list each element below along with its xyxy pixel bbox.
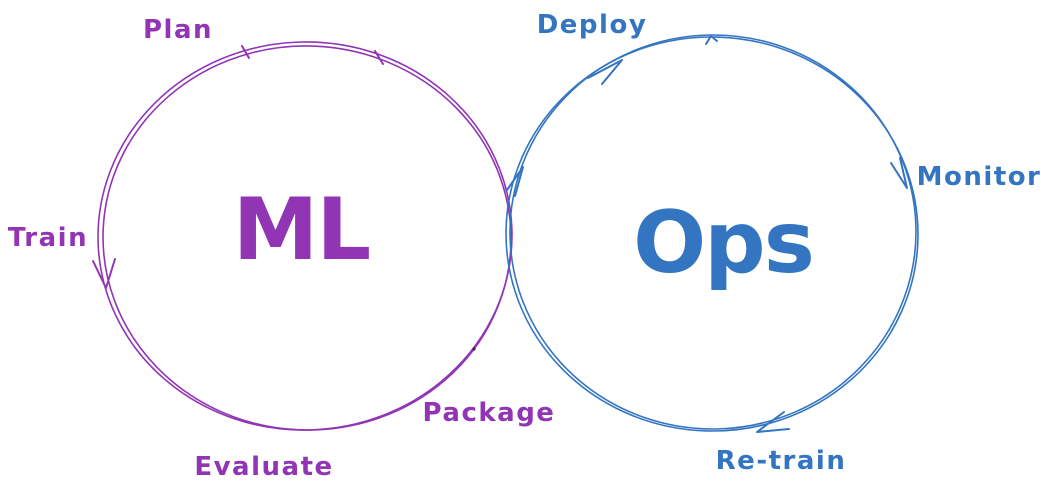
ml-cycle-label: ML — [232, 180, 371, 280]
stage-label-retrain: Re-train — [715, 446, 847, 476]
stage-label-deploy: Deploy — [536, 10, 648, 40]
ops-arrow-right-down-icon — [890, 157, 908, 189]
ink-speck — [472, 347, 476, 351]
ml-tick-top-right-icon — [374, 50, 384, 65]
stage-label-train: Train — [7, 223, 89, 253]
ops-tick-top-icon — [705, 35, 718, 45]
ml-tick-top-left-icon — [241, 45, 250, 59]
stage-label-monitor: Monitor — [916, 162, 1041, 192]
ops-arrow-top-left-icon — [587, 59, 623, 85]
stage-label-evaluate: Evaluate — [194, 452, 334, 482]
ops-arrow-bottom-left-icon — [756, 411, 790, 433]
ops-cycle-label: Ops — [633, 193, 815, 293]
ml-arrow-left-down-icon — [92, 258, 116, 289]
ops-cycle-circle — [505, 34, 919, 432]
stage-label-plan: Plan — [142, 15, 214, 45]
ops-arrow-junction-up-icon — [506, 166, 524, 197]
stage-label-package: Package — [422, 398, 556, 428]
